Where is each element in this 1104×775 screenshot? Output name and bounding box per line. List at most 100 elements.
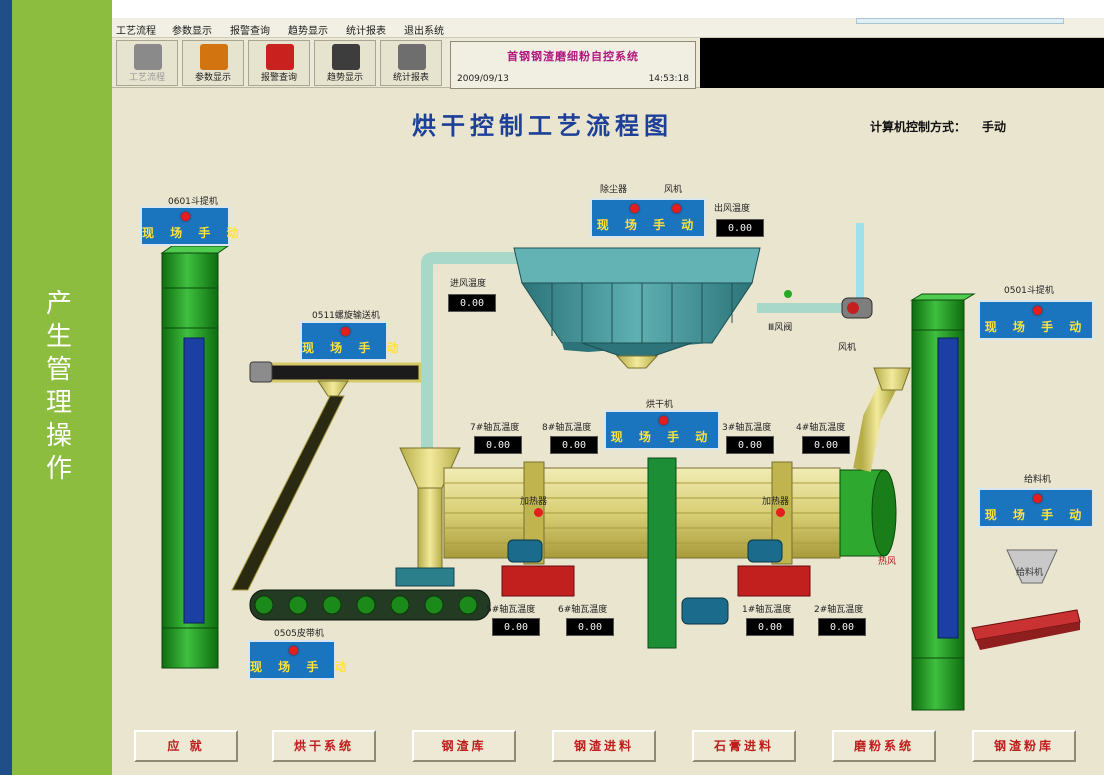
status-led bbox=[341, 327, 350, 336]
drive-motor-right bbox=[747, 539, 783, 563]
process-diagram bbox=[160, 223, 1081, 711]
status-led bbox=[181, 212, 190, 221]
nav-button-1[interactable]: 应 就 bbox=[134, 730, 238, 762]
bearing-1-readout: 0.00 bbox=[746, 618, 794, 636]
label-bearing-8: 8#轴瓦温度 bbox=[542, 423, 592, 433]
status-text: 现 场 手 动 bbox=[984, 320, 1088, 334]
status-feeder[interactable]: 现 场 手 动 bbox=[978, 488, 1094, 528]
label-outlet-temp: 出风温度 bbox=[714, 204, 751, 214]
menu-trend[interactable]: 趋势显示 bbox=[288, 26, 328, 37]
nav-button-slag-powder-silo[interactable]: 钢渣粉库 bbox=[972, 730, 1076, 762]
time-readout: 14:53:18 bbox=[648, 74, 689, 84]
toolbar-label: 趋势显示 bbox=[326, 73, 363, 83]
label-feeder-hopper: 给料机 bbox=[1016, 568, 1044, 578]
label-hot-air: 热风 bbox=[878, 557, 897, 567]
rotary-dryer[interactable] bbox=[443, 457, 897, 649]
nav-button-slag-silo[interactable]: 钢渣库 bbox=[412, 730, 516, 762]
feed-hopper bbox=[395, 447, 461, 587]
left-support bbox=[501, 565, 575, 597]
belt-conveyor-0505[interactable] bbox=[249, 589, 491, 621]
nav-button-gypsum-feed[interactable]: 石膏进料 bbox=[692, 730, 796, 762]
status-text: 现 场 手 动 bbox=[142, 226, 245, 240]
status-elevator-0501[interactable]: 现 场 手 动 bbox=[978, 300, 1094, 340]
side-band-blue bbox=[0, 0, 12, 775]
system-title-box: 首钢钢渣磨细粉自控系统 2009/09/13 14:53:18 bbox=[450, 41, 696, 89]
main-drive-motor[interactable] bbox=[681, 597, 729, 625]
label-bearing-3: 3#轴瓦温度 bbox=[722, 423, 772, 433]
elevator-0501[interactable] bbox=[910, 293, 976, 711]
outlet-temp-readout: 0.00 bbox=[716, 219, 764, 237]
status-text: 现 场 手 动 bbox=[610, 430, 714, 444]
status-led bbox=[672, 204, 681, 213]
system-title: 首钢钢渣磨细粉自控系统 bbox=[507, 50, 639, 63]
label-bearing-6: 6#轴瓦温度 bbox=[558, 605, 608, 615]
label-dust-collector: 除尘器 bbox=[600, 185, 628, 195]
label-inlet-temp: 进风温度 bbox=[450, 279, 487, 289]
status-belt-0505[interactable]: 现 场 手 动 bbox=[248, 640, 353, 680]
nav-button-drying-system[interactable]: 烘干系统 bbox=[272, 730, 376, 762]
parameter-icon bbox=[200, 44, 228, 70]
bearing-7-readout: 0.00 bbox=[474, 436, 522, 454]
screw-conveyor-0511[interactable] bbox=[249, 361, 422, 397]
status-led bbox=[630, 204, 639, 213]
status-led bbox=[1033, 306, 1042, 315]
toolbar-label: 工艺流程 bbox=[128, 73, 165, 83]
label-screw-0511: 0511螺旋输送机 bbox=[312, 311, 380, 321]
status-text: 现 场 手 动 bbox=[250, 660, 353, 674]
heater-left-led bbox=[534, 508, 543, 517]
label-dryer: 烘干机 bbox=[646, 400, 674, 410]
label-small-fan: 风机 bbox=[838, 343, 857, 353]
bearing-5-readout: 0.00 bbox=[492, 618, 540, 636]
status-text: 现 场 手 动 bbox=[984, 508, 1088, 522]
toolbar-process-button[interactable]: 工艺流程 bbox=[116, 40, 178, 86]
status-led bbox=[289, 646, 298, 655]
bearing-4-readout: 0.00 bbox=[802, 436, 850, 454]
label-fan: 风机 bbox=[664, 185, 683, 195]
label-heater-left: 加热器 bbox=[520, 497, 548, 507]
nav-button-slag-feed[interactable]: 钢渣进料 bbox=[552, 730, 656, 762]
control-mode-label: 计算机控制方式： bbox=[870, 120, 967, 134]
menu-params[interactable]: 参数显示 bbox=[172, 26, 212, 37]
status-screw-0511[interactable]: 现 场 手 动 bbox=[300, 321, 405, 361]
toolbar-trend-button[interactable]: 趋势显示 bbox=[314, 40, 376, 86]
toolbar-params-button[interactable]: 参数显示 bbox=[182, 40, 244, 86]
label-valve: Ⅲ风阀 bbox=[768, 323, 793, 333]
elevator-0601[interactable] bbox=[160, 245, 230, 669]
bearing-3-readout: 0.00 bbox=[726, 436, 774, 454]
toolbar-label: 参数显示 bbox=[194, 73, 231, 83]
drive-motor-left bbox=[507, 539, 543, 563]
exhaust-fan[interactable] bbox=[841, 297, 873, 319]
nav-button-grinding-system[interactable]: 磨粉系统 bbox=[832, 730, 936, 762]
menu-exit[interactable]: 退出系统 bbox=[404, 26, 444, 37]
scada-window: 工艺流程 参数显示 报警查询 趋势显示 统计报表 退出系统 工艺流程 参数显示 … bbox=[112, 18, 1104, 775]
bearing-6-readout: 0.00 bbox=[566, 618, 614, 636]
valve-indicator bbox=[784, 290, 792, 298]
heater-right-led bbox=[776, 508, 785, 517]
alarm-icon bbox=[266, 44, 294, 70]
status-dust-collector-fan[interactable]: 现 场 手 动 bbox=[590, 198, 706, 238]
feeder-hopper[interactable] bbox=[1006, 549, 1058, 584]
label-bearing-1: 1#轴瓦温度 bbox=[742, 605, 792, 615]
toolbar-label: 报警查询 bbox=[260, 73, 297, 83]
status-led bbox=[1033, 494, 1042, 503]
bearing-2-readout: 0.00 bbox=[818, 618, 866, 636]
menu-alarm[interactable]: 报警查询 bbox=[230, 26, 270, 37]
status-elevator-0601[interactable]: 现 场 手 动 bbox=[140, 206, 245, 246]
monitor-icon bbox=[134, 44, 162, 70]
label-bearing-7: 7#轴瓦温度 bbox=[470, 423, 520, 433]
toolbar-alarm-button[interactable]: 报警查询 bbox=[248, 40, 310, 86]
dust-collector[interactable] bbox=[513, 247, 761, 369]
status-text: 现 场 手 动 bbox=[302, 341, 405, 355]
label-elevator-0501: 0501斗提机 bbox=[1004, 286, 1054, 296]
label-elevator-0601: 0601斗提机 bbox=[168, 197, 218, 207]
menu-process[interactable]: 工艺流程 bbox=[116, 26, 156, 37]
menu-report[interactable]: 统计报表 bbox=[346, 26, 386, 37]
label-bearing-5: 5#轴瓦温度 bbox=[486, 605, 536, 615]
status-dryer[interactable]: 现 场 手 动 bbox=[604, 410, 720, 450]
toolbar-report-button[interactable]: 统计报表 bbox=[380, 40, 442, 86]
right-support bbox=[737, 565, 811, 597]
alarm-banner-panel bbox=[700, 38, 1104, 88]
control-mode-value: 手动 bbox=[982, 120, 1007, 134]
feeder-chute bbox=[971, 609, 1081, 650]
top-status-field bbox=[856, 18, 1064, 24]
